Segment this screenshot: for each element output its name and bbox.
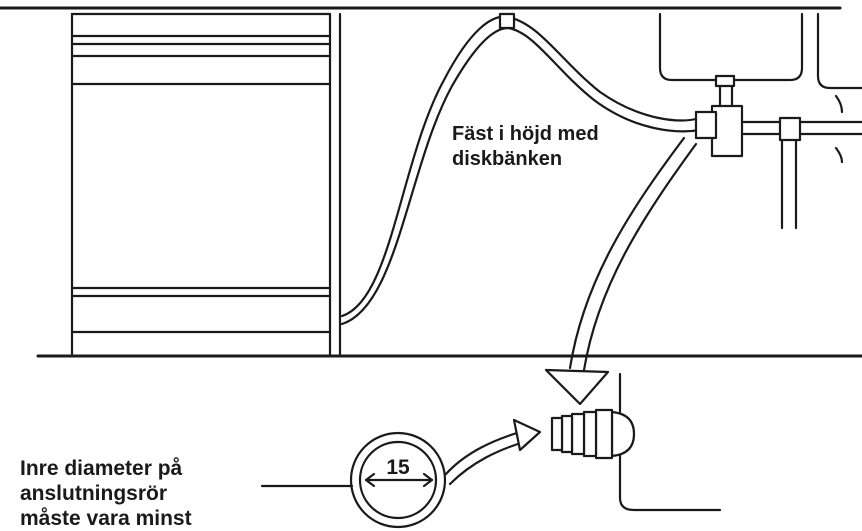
dishwasher (70, 12, 342, 356)
hose-fixing-line-1: Fäst i höjd med (452, 123, 599, 145)
hose-fixing-label: Fäst i höjd med diskbänken (452, 122, 599, 172)
drain-hose (340, 12, 702, 326)
hose-fixing-line-2: diskbänken (452, 148, 563, 170)
detail-arrow (544, 136, 698, 406)
drain-pipe (694, 74, 862, 230)
inner-diameter-line-1: Inre diameter på (20, 457, 183, 480)
diameter-circle: 15 (260, 431, 447, 529)
inner-diameter-label: Inre diameter på anslutningsrör måste va… (20, 456, 192, 531)
inner-diameter-line-2: anslutningsrör (20, 482, 168, 505)
diameter-value: 15 (386, 456, 410, 479)
inner-diameter-line-3: måste vara minst (20, 507, 192, 530)
diameter-arrow (444, 418, 542, 486)
sink (658, 12, 862, 90)
connector-fitting (550, 372, 722, 512)
